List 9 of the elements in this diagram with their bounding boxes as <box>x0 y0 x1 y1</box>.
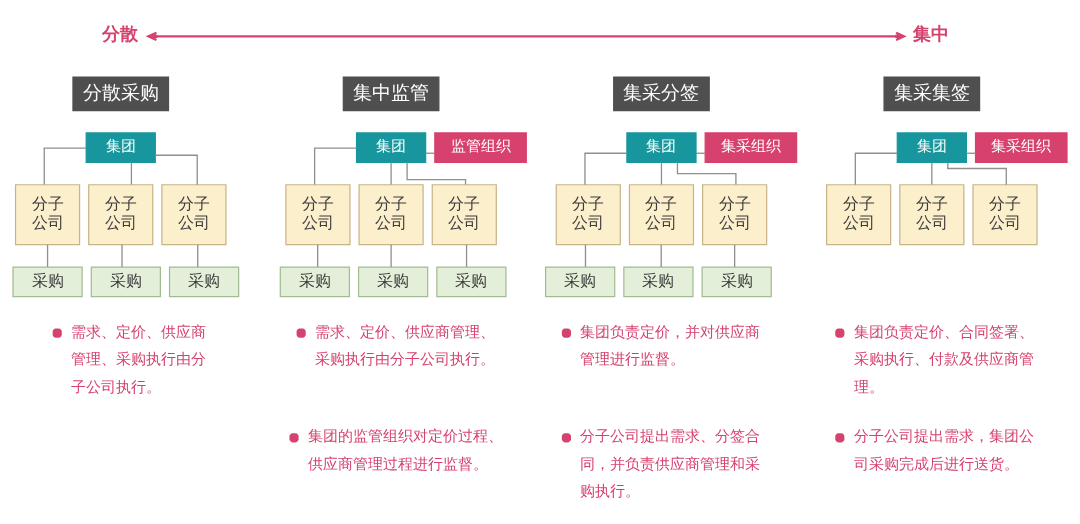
label: 分子公司提出需求、分签合同，并负责供应商管理和采购执行。 <box>580 427 761 501</box>
label: 需求、定价、供应商管理、采购执行由分子公司执行。 <box>314 322 495 369</box>
label: 集团的监管组织对定价过程、供应商管理过程进行监督。 <box>307 427 503 473</box>
label: 分散 <box>101 22 138 44</box>
label: 分子公司提出需求，集团公司采购完成后进行送货。 <box>853 427 1034 473</box>
label: 集团负责定价、合同签署、采购执行、付款及供应商管理。 <box>853 322 1034 396</box>
label: 需求、定价、供应商管理、采购执行由分子公司执行。 <box>70 322 206 396</box>
label: 集团负责定价，并对供应商管理进行监督。 <box>580 322 761 369</box>
label: 集中 <box>913 22 950 44</box>
